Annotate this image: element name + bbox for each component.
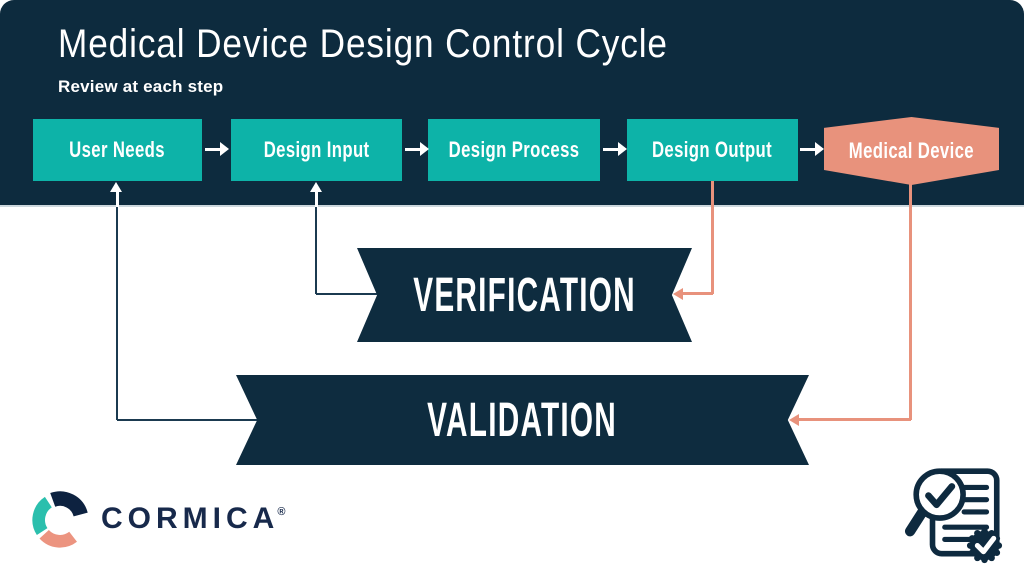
arrowhead-right-icon (420, 142, 429, 156)
step-label: Design Process (448, 137, 580, 162)
line-validation-to-user-needs-horizontal (117, 419, 258, 421)
step-label: Design Output (652, 137, 773, 162)
arrow-stem (116, 191, 119, 207)
arrowhead-right-icon (815, 142, 824, 156)
validation-label: VALIDATION (427, 393, 618, 447)
verification-banner: VERIFICATION (357, 248, 692, 342)
registered-trademark: ® (277, 506, 286, 518)
cormica-logo-icon (32, 491, 88, 548)
arrowhead-up-into-user-needs-icon (110, 182, 122, 192)
step-design-input: Design Input (231, 119, 402, 181)
line-design-output-to-verification-horizontal (682, 292, 713, 295)
step-label: User Needs (69, 137, 166, 162)
step-user-needs: User Needs (33, 119, 202, 181)
arrow-design-process-to-design-output (603, 148, 619, 151)
page-title: Medical Device Design Control Cycle (58, 22, 668, 66)
line-verification-to-design-input-horizontal (316, 293, 377, 295)
arrowhead-left-into-validation-icon (789, 414, 799, 426)
audit-checklist-magnifier-icon (904, 468, 1003, 564)
step-design-output: Design Output (627, 119, 798, 181)
arrow-design-output-to-medical-device (800, 148, 816, 151)
arrowhead-left-into-verification-icon (673, 288, 683, 300)
arrowhead-right-icon (618, 142, 627, 156)
brand-wordmark: CORMICA® (101, 502, 286, 535)
page-subtitle: Review at each step (58, 77, 224, 96)
magnifier-handle (904, 506, 928, 537)
arrow-user-needs-to-design-input (205, 148, 221, 151)
line-design-output-to-verification-vertical (711, 181, 714, 294)
validation-banner: VALIDATION (236, 375, 809, 465)
checkmark-icon (925, 483, 956, 509)
arrow-design-input-to-design-process (405, 148, 421, 151)
line-validation-to-user-needs-vertical (116, 207, 118, 420)
line-verification-to-design-input-vertical (315, 207, 317, 294)
line-medical-device-to-validation-vertical (909, 184, 912, 420)
arrow-stem (315, 191, 318, 207)
step-design-process: Design Process (428, 119, 600, 181)
step-label: Design Input (263, 137, 370, 162)
step-medical-device: Medical Device (824, 117, 999, 185)
arrowhead-up-into-design-input-icon (310, 182, 322, 192)
verification-label: VERIFICATION (413, 268, 636, 322)
step-label: Medical Device (848, 138, 975, 163)
arrowhead-right-icon (220, 142, 229, 156)
line-medical-device-to-validation-horizontal (798, 418, 911, 421)
magnifier-lens (913, 468, 966, 521)
